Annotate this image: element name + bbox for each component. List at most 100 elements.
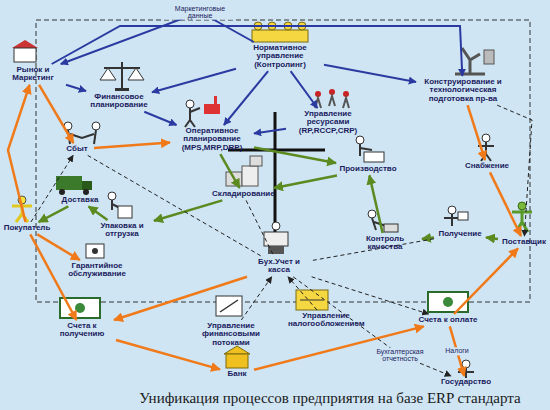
flow-arrow [52, 26, 463, 76]
process-label: Управление финансовыми потоками [196, 322, 266, 347]
node-text: Гарантийное обслуживание [66, 262, 128, 279]
flow-arrow [39, 206, 69, 222]
node-text: Сбыт [62, 145, 92, 153]
node-text: Бух.Учет и касса [248, 258, 310, 275]
node-text: Государство [438, 378, 494, 386]
node-text: Управление финансовыми потоками [196, 322, 266, 347]
flow-arrow [486, 237, 498, 239]
node-text: Управление ресурсами (RP,RCCP,CRP) [288, 110, 368, 135]
figure-icon [186, 100, 194, 108]
bill-icon [75, 303, 85, 313]
flow-arrow [88, 155, 261, 256]
process-label: Поставщик [500, 238, 548, 246]
factory-icon [204, 104, 220, 114]
scale-icon [104, 67, 140, 69]
desk-icon [264, 232, 288, 246]
flow-arrow [324, 65, 416, 82]
node-text: Рынок и Маркетинг [2, 66, 64, 83]
box-icon [384, 224, 398, 232]
caption: Унификация процессов предприятия на базе… [110, 390, 550, 407]
process-label: Банк [222, 370, 252, 378]
group-icon [252, 30, 308, 42]
node-text: Складирование [212, 190, 274, 198]
flow-arrow [220, 154, 239, 188]
bank-icon [224, 346, 250, 354]
figure-icon [482, 134, 490, 142]
flow-arrow [114, 277, 247, 320]
figure-icon [185, 108, 200, 127]
flow-arrow [312, 277, 429, 314]
flow-arrow [241, 277, 271, 320]
box-icon [242, 166, 258, 186]
process-label: Конструирование и технологическая подгот… [418, 78, 508, 103]
process-label: Сбыт [62, 145, 92, 153]
figure-icon [518, 202, 526, 210]
truck-icon [59, 189, 65, 195]
figure-icon [92, 122, 100, 130]
scale-icon [115, 88, 129, 91]
edge-label: Маркетинговые данные [164, 5, 236, 20]
flow-arrow [497, 105, 532, 236]
node-text: Доставка [58, 196, 102, 204]
factory-icon [214, 96, 217, 104]
node-text: Финансовое планирование [88, 93, 150, 110]
flow-arrow [274, 175, 337, 188]
flow-arrow [254, 148, 336, 164]
microscope-icon [484, 50, 494, 64]
desk-icon [268, 246, 284, 254]
process-label: Счета к оплате [418, 316, 478, 324]
node-text: Управление налогообложением [288, 312, 364, 329]
node-text: Контроль качества [350, 235, 420, 252]
flow-arrow [154, 200, 222, 220]
market-icon [14, 48, 36, 62]
market-icon [12, 40, 38, 48]
figure-icon [368, 210, 376, 218]
figure-icon [458, 368, 474, 378]
flow-arrow [31, 155, 73, 222]
scale-icon [121, 62, 123, 90]
flow-arrow [8, 85, 30, 222]
bill-icon [428, 292, 468, 312]
flow-arrow [246, 200, 274, 256]
box-icon [458, 212, 468, 220]
process-label: Государство [438, 378, 494, 386]
enterprise-frame [36, 20, 530, 302]
flow-arrow [490, 172, 521, 236]
flow-arrow [291, 71, 318, 108]
box-icon [118, 206, 132, 218]
node-text: Нормативное управление (Контролинг) [238, 44, 322, 69]
figure-icon [272, 222, 280, 230]
table-icon [364, 152, 384, 162]
figure-icon [315, 96, 349, 108]
service-icon [92, 248, 98, 254]
figure-icon [448, 206, 456, 214]
flow-arrow [37, 234, 80, 260]
node-text: Счета к оплате [418, 316, 478, 324]
process-label: Контроль качества [350, 235, 420, 252]
flow-arrow [288, 277, 317, 310]
flow-arrow [116, 340, 220, 369]
node-text: Оперативное планирование (MPS,MRP,DRP) [172, 127, 252, 152]
truck-icon [56, 176, 82, 190]
node-text: Снабжение [462, 162, 512, 170]
flow-arrow [144, 112, 176, 125]
card-icon [300, 300, 324, 301]
service-icon [86, 244, 104, 258]
process-label: Счета к получению [50, 322, 114, 339]
flow-arrow [39, 85, 73, 143]
process-label: Финансовое планирование [88, 93, 150, 110]
process-label: Складирование [212, 190, 274, 198]
document-icon [220, 300, 238, 312]
process-label: Доставка [58, 196, 102, 204]
node-text: Конструирование и технологическая подгот… [418, 78, 508, 103]
scale-icon [100, 68, 144, 80]
node-text: Покупатель [2, 224, 52, 232]
figure-icon [108, 192, 116, 200]
node-text: Поставщик [500, 238, 548, 246]
node-text: Банк [222, 370, 252, 378]
process-label: Покупатель [2, 224, 52, 232]
bank-icon [226, 354, 248, 368]
edge-label: Бухгалтерская отчетность [364, 348, 436, 363]
flow-arrow [254, 129, 286, 134]
flow-arrow [61, 12, 254, 64]
